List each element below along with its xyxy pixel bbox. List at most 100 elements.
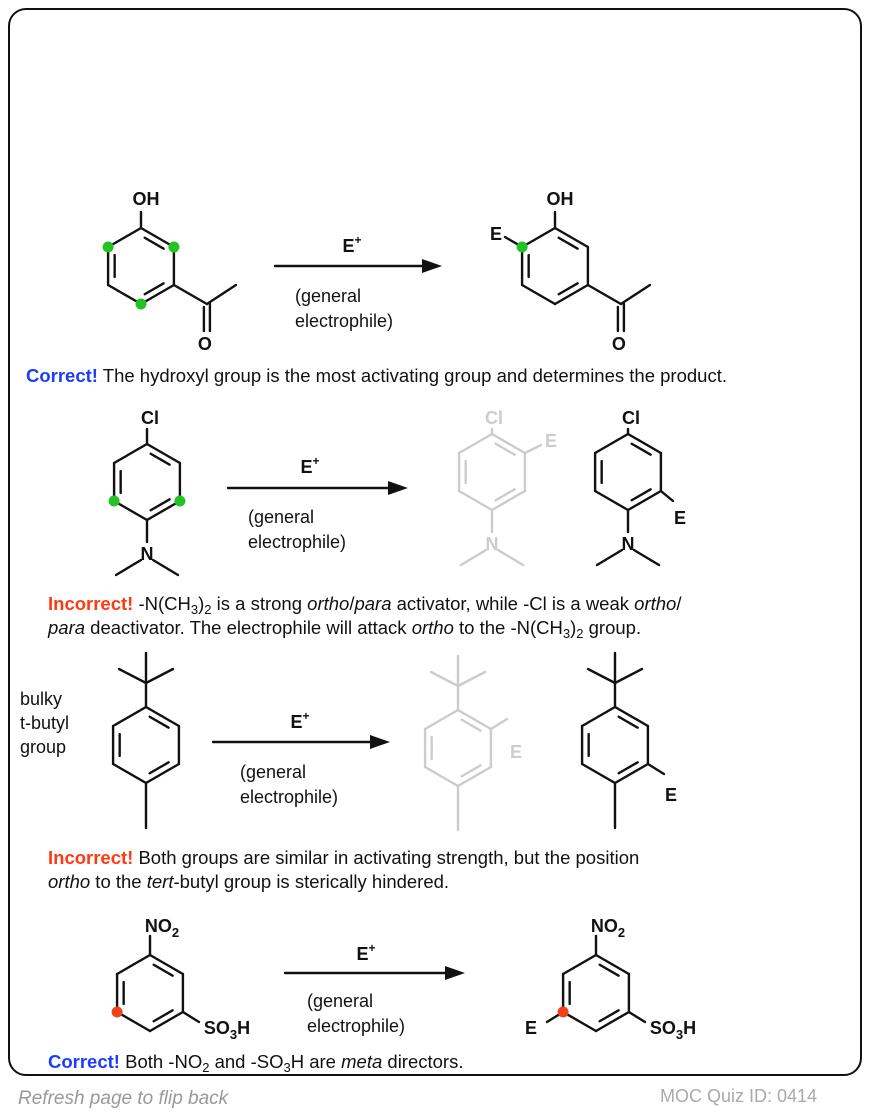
caption-text: 3	[283, 1060, 291, 1075]
hydroxyl-label: OH	[547, 189, 574, 209]
nitrogen-label: N	[486, 534, 499, 554]
product-3-double-bond	[617, 761, 639, 775]
nitro-label-part: 2	[618, 925, 625, 940]
wrong-product-3-ring-bond	[456, 708, 493, 731]
caption-line: Incorrect! Both groups are similar in ac…	[48, 846, 639, 870]
reagent-3-electrophile-part: E	[290, 712, 302, 732]
wrong-product-2-ring-bond	[457, 432, 494, 455]
sulfonic-label: SO3H	[204, 1018, 250, 1042]
reagent-4-note: electrophile)	[307, 1016, 405, 1036]
methyl-bond	[144, 667, 175, 685]
wrong-product-2-double-bond	[494, 442, 516, 456]
product-2-ring-bond	[626, 489, 663, 512]
tbutyl-toluene-double-bond	[148, 715, 170, 729]
chloro-dimethylaniline-ring-bond	[145, 442, 182, 465]
reagent-1-note: (general	[295, 286, 361, 306]
quiz-card[interactable]	[8, 8, 862, 1076]
hydroxyacetophenone-ring-bond	[139, 226, 176, 249]
caption-text: to the -N(CH	[453, 617, 563, 638]
nitrobenzenesulfonic-acid-ring-bond	[115, 1010, 152, 1033]
electrophile-label: E	[665, 785, 677, 805]
electrophile-label: E	[490, 224, 502, 244]
tbutyl-toluene-ring-bond	[111, 762, 148, 785]
oxygen-label: O	[612, 334, 626, 354]
incorrect-badge: Incorrect!	[48, 847, 134, 868]
caption-text: /	[676, 593, 682, 614]
product-2-ring-bond	[593, 489, 630, 512]
methyl-bond	[619, 283, 652, 306]
electrophile-label: E	[674, 508, 686, 528]
chloro-dimethylaniline-ring-bond	[112, 499, 149, 522]
hydroxyacetophenone-ring-bond	[106, 226, 143, 249]
product-1-ring-bond	[553, 283, 590, 306]
product-3-double-bond	[617, 715, 639, 729]
sulfonic-label-part: SO	[650, 1018, 676, 1038]
caption-text: tert	[146, 871, 174, 892]
tbutyl-toluene-double-bond	[148, 761, 170, 775]
caption-text: ortho	[307, 593, 350, 614]
reagent-4-electrophile-part: E	[356, 944, 368, 964]
methyl-bond	[205, 283, 238, 306]
methyl-bond	[613, 667, 644, 685]
reagent-2-note: (general	[248, 507, 314, 527]
caption-text: directors.	[382, 1051, 464, 1072]
caption-text: is a strong	[211, 593, 308, 614]
bond	[627, 1010, 647, 1024]
nitrogen-label: N	[622, 534, 635, 554]
nitrobenzenesulfonic-acid-ring-bond	[115, 953, 152, 976]
reactive-site-dot	[102, 241, 114, 253]
product-4-ring-bond	[561, 953, 598, 976]
caption-text: para	[48, 617, 86, 638]
caption-text: 2	[576, 626, 584, 641]
caption-line: para deactivator. The electrophile will …	[48, 616, 681, 640]
nitrobenzenesulfonic-acid-ring-bond	[148, 1010, 185, 1033]
chloro-dimethylaniline-ring-bond	[112, 442, 149, 465]
caption-line: Correct! Both -NO2 and -SO3H are meta di…	[48, 1050, 463, 1074]
sulfonic-label-part: H	[683, 1018, 696, 1038]
product-3-ring-bond	[580, 705, 617, 728]
wrong-product-3-double-bond	[460, 718, 482, 732]
caption-text: -N(CH	[133, 593, 191, 614]
caption-line: ortho to the tert-butyl group is sterica…	[48, 870, 639, 894]
product-2-ring-bond	[593, 432, 630, 455]
nitro-label-part: NO	[145, 916, 172, 936]
methyl-bond	[632, 548, 661, 567]
product-3-ring-bond	[580, 762, 617, 785]
reagent-1-electrophile: E+	[342, 233, 361, 256]
oxygen-label: O	[198, 334, 212, 354]
sulfonic-label-part: H	[237, 1018, 250, 1038]
caption-text: deactivator. The electrophile will attac…	[85, 617, 412, 638]
feedback-caption: Incorrect! Both groups are similar in ac…	[48, 846, 639, 894]
sulfonic-label: SO3H	[650, 1018, 696, 1042]
chlorine-label: Cl	[485, 408, 503, 428]
reagent-3-electrophile-part: +	[303, 709, 310, 723]
product-3-ring-bond	[613, 705, 650, 728]
reactive-site-dot	[174, 495, 186, 507]
product-1-ring-bond	[520, 283, 557, 306]
product-2-ring-bond	[626, 432, 663, 455]
wrong-product-3-ring-bond	[456, 765, 493, 788]
bond	[489, 717, 509, 731]
incorrect-badge: Incorrect!	[48, 593, 134, 614]
wrong-product-2-double-bond	[494, 488, 516, 502]
methyl-bond	[151, 558, 180, 577]
methyl-bond	[429, 670, 460, 688]
caption-text: para	[354, 593, 392, 614]
reagent-3-electrophile: E+	[290, 709, 309, 732]
nitro-label-part: NO	[591, 916, 618, 936]
caption-text: Both groups are similar in activating st…	[133, 847, 640, 868]
hydroxyacetophenone-ring-bond	[139, 283, 176, 306]
reagent-1-electrophile-part: +	[355, 233, 362, 247]
hydroxyacetophenone-ring-bond	[106, 283, 143, 306]
reagent-2-note: electrophile)	[248, 532, 346, 552]
bond	[586, 283, 623, 306]
product-3-ring-bond	[613, 762, 650, 785]
reagent-3-note: (general	[240, 762, 306, 782]
reagent-4-electrophile-part: +	[369, 941, 376, 955]
hydroxyacetophenone-double-bond	[143, 282, 165, 296]
reagent-1-note: electrophile)	[295, 311, 393, 331]
methyl-bond	[117, 667, 148, 685]
caption-text: 3	[562, 626, 571, 641]
caption-text: -butyl group is sterically hindered.	[173, 871, 450, 892]
electrophile-label: E	[525, 1018, 537, 1038]
